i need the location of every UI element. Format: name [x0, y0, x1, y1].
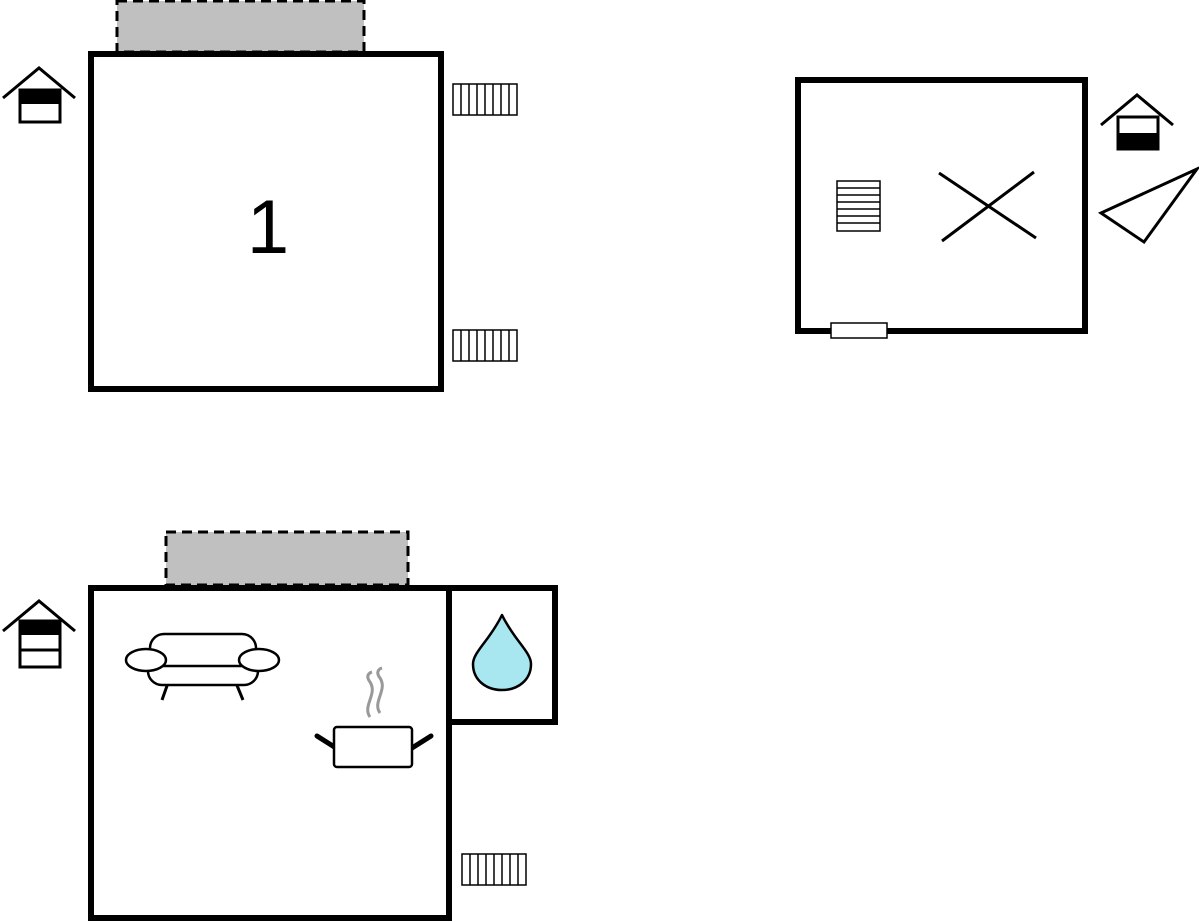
room-1-walls [88, 51, 444, 392]
terrace-area [115, 0, 366, 54]
bed-icon [938, 170, 1037, 243]
house-icon [1, 66, 77, 124]
window-icon [830, 322, 888, 339]
cooking-pot-icon [314, 666, 434, 769]
room-1: 1 [1, 0, 518, 392]
stairs-icon [836, 180, 881, 232]
house-icon [2, 599, 76, 669]
room-3 [2, 530, 558, 921]
tv-icon [1097, 166, 1199, 245]
house-icon [1099, 93, 1175, 151]
radiator-icon [452, 83, 518, 116]
water-drop-icon [471, 613, 533, 692]
terrace-area [164, 530, 410, 587]
radiator-icon [461, 853, 527, 886]
sofa-icon [124, 632, 281, 701]
room-2 [795, 77, 1199, 339]
room-number: 1 [247, 185, 289, 270]
radiator-icon [452, 329, 518, 362]
